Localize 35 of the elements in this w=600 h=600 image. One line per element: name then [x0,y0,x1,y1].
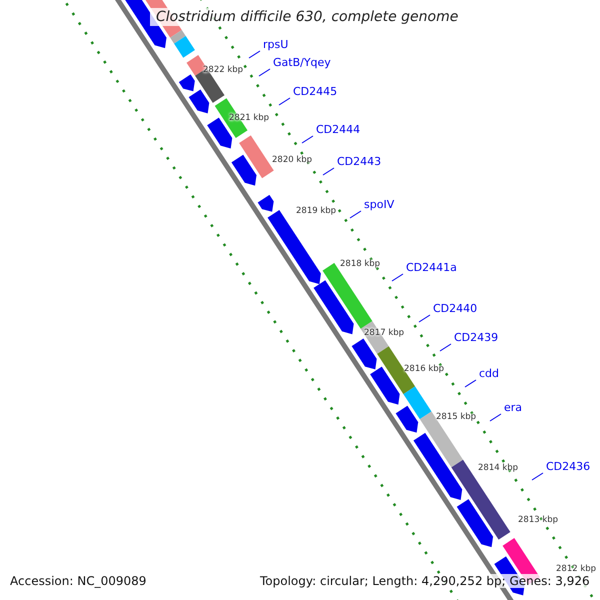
leader-line [440,344,452,352]
leader-line [248,50,260,58]
leader-line [302,136,314,144]
gene-label: CD2440 [433,303,478,315]
coordinate-label: 2818 kbp [340,259,380,269]
accession-text: Accession: NC_009089 [8,574,148,588]
gene-label: spoIV [364,199,394,211]
leader-line [258,68,270,76]
coordinate-label: 2820 kbp [272,155,312,165]
leader-line [350,210,362,218]
gene-label: GatB/Yqey [273,57,331,69]
coordinate-label: 2812 kbp [556,564,596,574]
coordinate-label: 2813 kbp [518,515,558,525]
leader-line [464,380,476,388]
gene-label: CD2444 [316,124,360,136]
leader-line [418,314,430,322]
gene-label: CD2439 [454,332,498,344]
coordinate-label: 2817 kbp [364,328,404,338]
coordinate-label: 2815 kbp [436,412,476,422]
leader-line [392,274,404,282]
gene-label: CD2443 [337,156,382,168]
gene-label: rpsU [263,39,288,51]
leader-line [532,472,544,480]
gene-label: era [504,402,522,414]
coordinate-label: 2816 kbp [404,364,444,374]
coordinate-label: 2814 kbp [478,463,518,473]
leader-line [490,414,502,422]
leader-line [322,168,334,176]
coordinate-label: 2819 kbp [296,206,336,216]
gene-label: CD2441a [406,262,457,274]
gene-label: cdd [479,368,500,380]
genome-summary-text: Topology: circular; Length: 4,290,252 bp; Genes: 3,926 [258,574,592,588]
gene-label: CD2445 [293,86,338,98]
gene-label: CD2436 [546,461,590,473]
leader-line [278,98,290,106]
